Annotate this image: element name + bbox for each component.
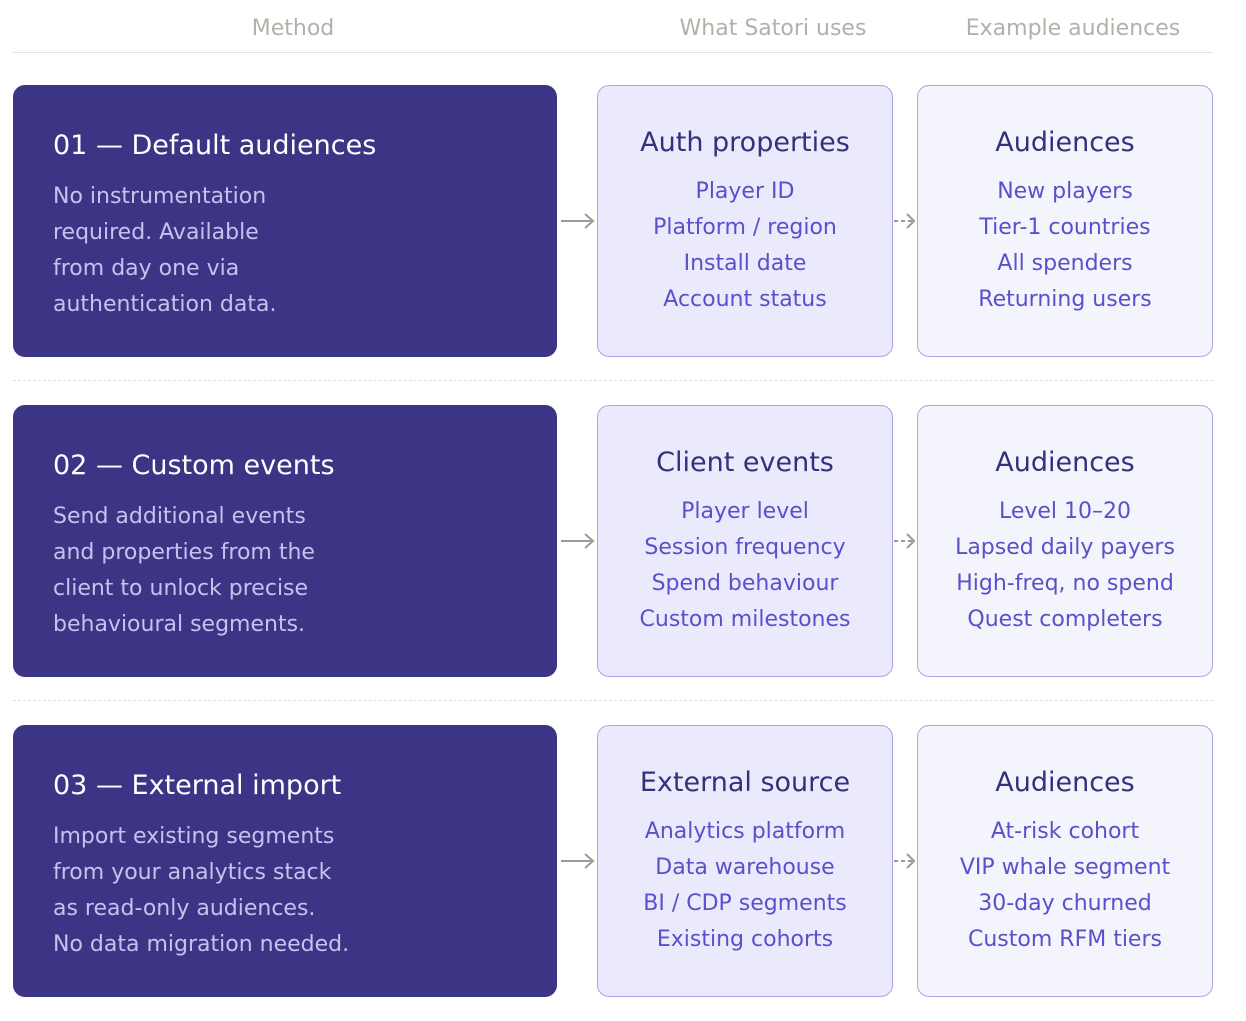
list-item: Existing cohorts — [656, 927, 834, 952]
method-desc-line: behavioural segments. — [53, 612, 306, 637]
method-description: No instrumentation required. Available f… — [53, 179, 517, 323]
method-desc-line: Send additional events — [53, 504, 306, 529]
audience-card-custom: Audiences Level 10–20 Lapsed daily payer… — [917, 405, 1213, 677]
method-card-default: 01 — Default audiences No instrumentatio… — [13, 85, 557, 357]
row-separator — [13, 380, 1213, 381]
list-item: Returning users — [978, 287, 1152, 312]
list-item: Account status — [663, 287, 827, 312]
column-header-method: Method — [251, 16, 335, 41]
method-desc-line: required. Available — [53, 220, 259, 245]
column-header-satori: What Satori uses — [679, 16, 867, 41]
list-item: Player level — [681, 499, 809, 524]
list-item: Custom milestones — [639, 607, 851, 632]
audience-card-external: Audiences At-risk cohort VIP whale segme… — [917, 725, 1213, 997]
list-item: Tier-1 countries — [979, 215, 1151, 240]
list-item: All spenders — [997, 251, 1133, 276]
arrow-right-icon — [561, 533, 595, 549]
method-desc-line: Import existing segments — [53, 824, 335, 849]
method-description: Send additional events and properties fr… — [53, 499, 517, 643]
audience-title: Audiences — [995, 447, 1135, 478]
list-item: Quest completers — [967, 607, 1163, 632]
source-list: Analytics platform Data warehouse BI / C… — [598, 814, 892, 958]
audience-list: At-risk cohort VIP whale segment 30-day … — [918, 814, 1212, 958]
method-desc-line: from day one via — [53, 256, 240, 281]
list-item: Level 10–20 — [998, 499, 1132, 524]
arrow-right-icon — [561, 213, 595, 229]
source-list: Player level Session frequency Spend beh… — [598, 494, 892, 638]
method-desc-line: client to unlock precise — [53, 576, 309, 601]
source-title: Client events — [656, 447, 834, 478]
method-desc-line: No instrumentation — [53, 184, 267, 209]
source-title: External source — [639, 767, 851, 798]
list-item: Spend behaviour — [651, 571, 839, 596]
list-item: Lapsed daily payers — [955, 535, 1175, 560]
audience-title: Audiences — [995, 127, 1135, 158]
dashed-arrow-right-icon — [894, 213, 916, 229]
arrow-right-icon — [561, 853, 595, 869]
method-desc-line: as read-only audiences. — [53, 896, 316, 921]
list-item: Install date — [683, 251, 807, 276]
list-item: 30-day churned — [978, 891, 1152, 916]
list-item: Analytics platform — [644, 819, 846, 844]
method-card-custom: 02 — Custom events Send additional event… — [13, 405, 557, 677]
method-title: 03 — External import — [53, 770, 342, 801]
source-card-external: External source Analytics platform Data … — [597, 725, 893, 997]
list-item: Player ID — [695, 179, 795, 204]
list-item: Data warehouse — [655, 855, 835, 880]
list-item: VIP whale segment — [959, 855, 1171, 880]
method-title: 01 — Default audiences — [53, 130, 377, 161]
header-divider — [13, 52, 1213, 53]
dashed-arrow-right-icon — [894, 853, 916, 869]
list-item: Custom RFM tiers — [968, 927, 1162, 952]
list-item: Session frequency — [644, 535, 846, 560]
source-card-auth: Auth properties Player ID Platform / reg… — [597, 85, 893, 357]
list-item: At-risk cohort — [990, 819, 1140, 844]
audience-card-default: Audiences New players Tier-1 countries A… — [917, 85, 1213, 357]
list-item: High-freq, no spend — [956, 571, 1174, 596]
audience-list: Level 10–20 Lapsed daily payers High-fre… — [918, 494, 1212, 638]
list-item: Platform / region — [653, 215, 837, 240]
source-title: Auth properties — [640, 127, 850, 158]
column-header-audiences: Example audiences — [965, 16, 1181, 41]
dashed-arrow-right-icon — [894, 533, 916, 549]
source-card-client: Client events Player level Session frequ… — [597, 405, 893, 677]
method-desc-line: from your analytics stack — [53, 860, 332, 885]
list-item: BI / CDP segments — [643, 891, 847, 916]
method-title: 02 — Custom events — [53, 450, 335, 481]
audience-list: New players Tier-1 countries All spender… — [918, 174, 1212, 318]
method-desc-line: No data migration needed. — [53, 932, 350, 957]
audience-title: Audiences — [995, 767, 1135, 798]
source-list: Player ID Platform / region Install date… — [598, 174, 892, 318]
method-desc-line: and properties from the — [53, 540, 315, 565]
list-item: New players — [997, 179, 1133, 204]
row-separator — [13, 700, 1213, 701]
method-description: Import existing segments from your analy… — [53, 819, 517, 963]
method-desc-line: authentication data. — [53, 292, 277, 317]
method-card-external: 03 — External import Import existing seg… — [13, 725, 557, 997]
